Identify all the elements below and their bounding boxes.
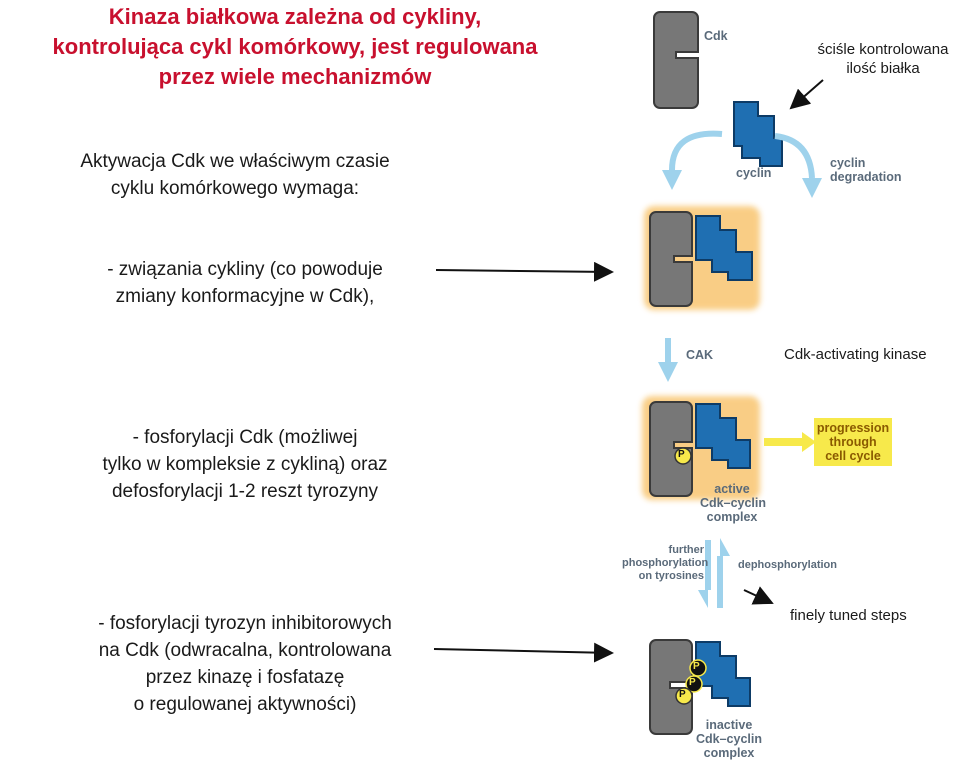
label-active-complex: active Cdk–cyclin complex [700,482,767,524]
label-progression-line-1: progression [816,421,890,435]
label-inactive-line-2: Cdk–cyclin [695,732,762,746]
step-3-line-3: przez kinazę i fosfatazę [145,667,345,688]
note-protein-amount-line-2: ilość białka [846,60,920,77]
title-line-3: przez wiele mechanizmów [158,64,432,89]
label-further-line-2: phosphorylation [622,557,709,569]
label-cyclin-degradation-line-2: degradation [830,170,902,184]
inhibitory-phosphate-icon-2 [685,675,703,693]
phosphate-p-label-4: P [679,689,686,700]
page-title: Kinaza białkowa zależna od cykliny, kont… [0,2,590,92]
free-cdk [653,11,699,109]
active-cdk-cyclin-complex [642,396,760,500]
step-1-line-2: zmiany konformacyjne w Cdk), [115,286,375,307]
label-active-line-2: Cdk–cyclin [700,496,767,510]
step-2-line-1: - fosforylacji Cdk (możliwej [132,427,358,448]
label-cyclin-degradation: cyclin degradation [830,156,902,184]
label-active-line-1: active [714,482,750,496]
label-inactive-line-3: complex [703,746,755,760]
phosphate-p-label-2: P [693,661,700,672]
note-protein-amount-line-1: ściśle kontrolowana [817,41,949,58]
step-3-line-2: na Cdk (odwracalna, kontrolowana [98,640,392,661]
label-cak: CAK [686,348,714,362]
step-cdk-phosphorylation: - fosforylacji Cdk (możliwej tylko w kom… [40,424,450,505]
label-inactive-line-1: inactive [705,718,753,732]
step-inhibitory-phosphorylation: - fosforylacji tyrozyn inhibitorowych na… [30,610,460,718]
label-further-line-3: on tyrosines [638,570,704,582]
note-finely-tuned: finely tuned steps [790,607,907,624]
note-protein-amount: ściśle kontrolowana ilość białka [808,40,958,78]
cyclin-binding-arrows [662,130,822,198]
step-3-line-4: o regulowanej aktywności) [133,694,357,715]
activating-phosphate-icon [674,447,692,465]
cak-arrow-head [658,362,678,382]
label-inactive-complex: inactive Cdk–cyclin complex [694,718,764,760]
step-1-line-1: - związania cykliny (co powoduje [107,259,383,280]
phosphate-p-label-1: P [678,449,685,460]
label-active-line-3: complex [706,510,758,524]
title-line-1: Kinaza białkowa zależna od cykliny, [108,4,482,29]
label-progression: progression through cell cycle [814,421,892,463]
step-2-line-2: tylko w kompleksie z cykliną) oraz [102,454,388,475]
arrow-step1 [435,261,614,282]
label-progression-line-3: cell cycle [825,449,881,463]
lead-text: Aktywacja Cdk we właściwym czasie cyklu … [0,148,470,202]
arrow-protein-amount [789,79,824,110]
title-line-2: kontrolująca cykl komórkowy, jest regulo… [52,34,538,59]
progression-arrow-head [802,432,816,452]
label-further-phosphorylation: further phosphorylation on tyrosines [622,544,709,583]
activating-phosphate-icon-2 [675,687,693,705]
arrow-step3 [433,642,614,663]
label-further-line-1: further [668,544,704,556]
lead-line-1: Aktywacja Cdk we właściwym czasie [80,151,390,172]
step-cyclin-binding: - związania cykliny (co powoduje zmiany … [40,256,450,310]
arrow-finely-tuned [743,586,774,605]
phosphate-p-label-3: P [689,677,696,688]
cdk-cyclin-complex [644,206,760,310]
label-progression-line-2: through [829,435,877,449]
reversible-arrows [698,538,730,608]
label-dephosphorylation: dephosphorylation [738,559,837,571]
lead-line-2: cyklu komórkowego wymaga: [110,178,360,199]
inhibitory-phosphate-icon-1 [689,659,707,677]
free-cyclin [733,101,783,167]
progression-box [814,418,892,466]
note-cak-name: Cdk-activating kinase [784,346,927,363]
step-3-line-1: - fosforylacji tyrozyn inhibitorowych [98,613,392,634]
label-cyclin: cyclin [736,166,772,180]
label-cdk: Cdk [704,29,728,43]
step-2-line-3: defosforylacji 1-2 reszt tyrozyny [111,481,379,502]
label-cyclin-degradation-line-1: cyclin [830,156,866,170]
inactive-cdk-cyclin-complex [649,639,751,735]
